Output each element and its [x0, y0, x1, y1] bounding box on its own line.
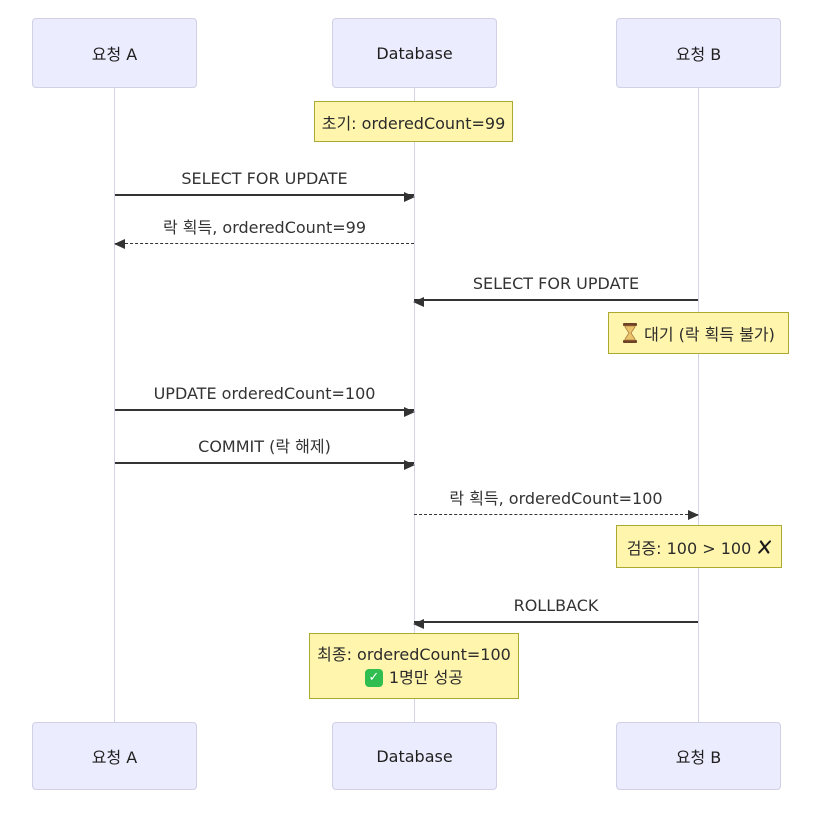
actor-bottom-req-a: 요청 A — [32, 722, 197, 790]
actor-top-req-b: 요청 B — [616, 18, 781, 88]
message-lock-acquired-99: 락 획득, orderedCount=99 — [114, 218, 414, 249]
actor-label: 요청 A — [91, 748, 138, 767]
lifeline-req-b — [698, 88, 699, 722]
message-label: 락 획득, orderedCount=100 — [449, 489, 663, 508]
arrowhead-right-icon — [404, 192, 415, 202]
actor-label: 요청 A — [91, 45, 138, 64]
actor-bottom-database: Database — [332, 722, 497, 790]
message-arrow — [413, 619, 698, 629]
message-label: SELECT FOR UPDATE — [181, 169, 348, 188]
note-validation-fail: 검증: 100 > 100 — [616, 525, 782, 568]
arrowhead-left-icon — [413, 297, 424, 307]
message-arrow — [414, 510, 699, 520]
message-label: COMMIT (락 해제) — [198, 437, 331, 456]
arrowhead-right-icon — [404, 407, 415, 417]
arrowhead-right-icon — [404, 460, 415, 470]
message-arrow — [114, 239, 414, 249]
note-final-state: 최종: orderedCount=100 ✓ 1명만 성공 — [309, 633, 519, 699]
note-text: 대기 (락 획득 불가) — [644, 325, 775, 344]
arrowhead-left-icon — [413, 619, 424, 629]
message-rollback: ROLLBACK — [413, 596, 698, 629]
message-update-count: UPDATE orderedCount=100 — [115, 384, 415, 417]
message-arrow — [115, 460, 415, 470]
actor-label: Database — [376, 746, 453, 766]
actor-label: 요청 B — [675, 45, 722, 64]
message-select-for-update-a: SELECT FOR UPDATE — [115, 169, 415, 202]
message-arrow — [115, 192, 415, 202]
message-label: ROLLBACK — [513, 596, 599, 615]
hourglass-icon — [623, 323, 638, 343]
message-label: UPDATE orderedCount=100 — [153, 384, 376, 403]
message-lock-acquired-100: 락 획득, orderedCount=100 — [414, 489, 699, 520]
actor-bottom-req-b: 요청 B — [616, 722, 781, 790]
note-initial-state: 초기: orderedCount=99 — [314, 101, 513, 142]
note-text: 초기: orderedCount=99 — [321, 113, 506, 133]
arrowhead-left-icon — [114, 239, 125, 249]
message-select-for-update-b: SELECT FOR UPDATE — [413, 274, 698, 307]
cross-icon — [758, 539, 772, 554]
lifeline-database — [414, 88, 415, 722]
note-waiting: 대기 (락 획득 불가) — [608, 312, 789, 354]
note-text: 검증: 100 > 100 — [626, 538, 752, 558]
actor-top-req-a: 요청 A — [32, 18, 197, 88]
message-label: SELECT FOR UPDATE — [472, 274, 640, 293]
actor-label: Database — [376, 43, 453, 63]
actor-top-database: Database — [332, 18, 497, 88]
check-icon: ✓ — [364, 668, 383, 687]
actor-label: 요청 B — [675, 748, 722, 767]
arrowhead-right-icon — [688, 510, 699, 520]
note-text: 1명만 성공 — [388, 668, 464, 687]
message-arrow — [115, 407, 415, 417]
note-line-1: 최종: orderedCount=100 — [317, 644, 511, 665]
message-arrow — [413, 297, 698, 307]
lifeline-req-a — [114, 88, 115, 722]
message-label: 락 획득, orderedCount=99 — [162, 218, 366, 237]
message-commit: COMMIT (락 해제) — [115, 437, 415, 470]
note-line-2: ✓ 1명만 성공 — [364, 667, 464, 688]
note-text: 최종: orderedCount=100 — [317, 645, 511, 664]
